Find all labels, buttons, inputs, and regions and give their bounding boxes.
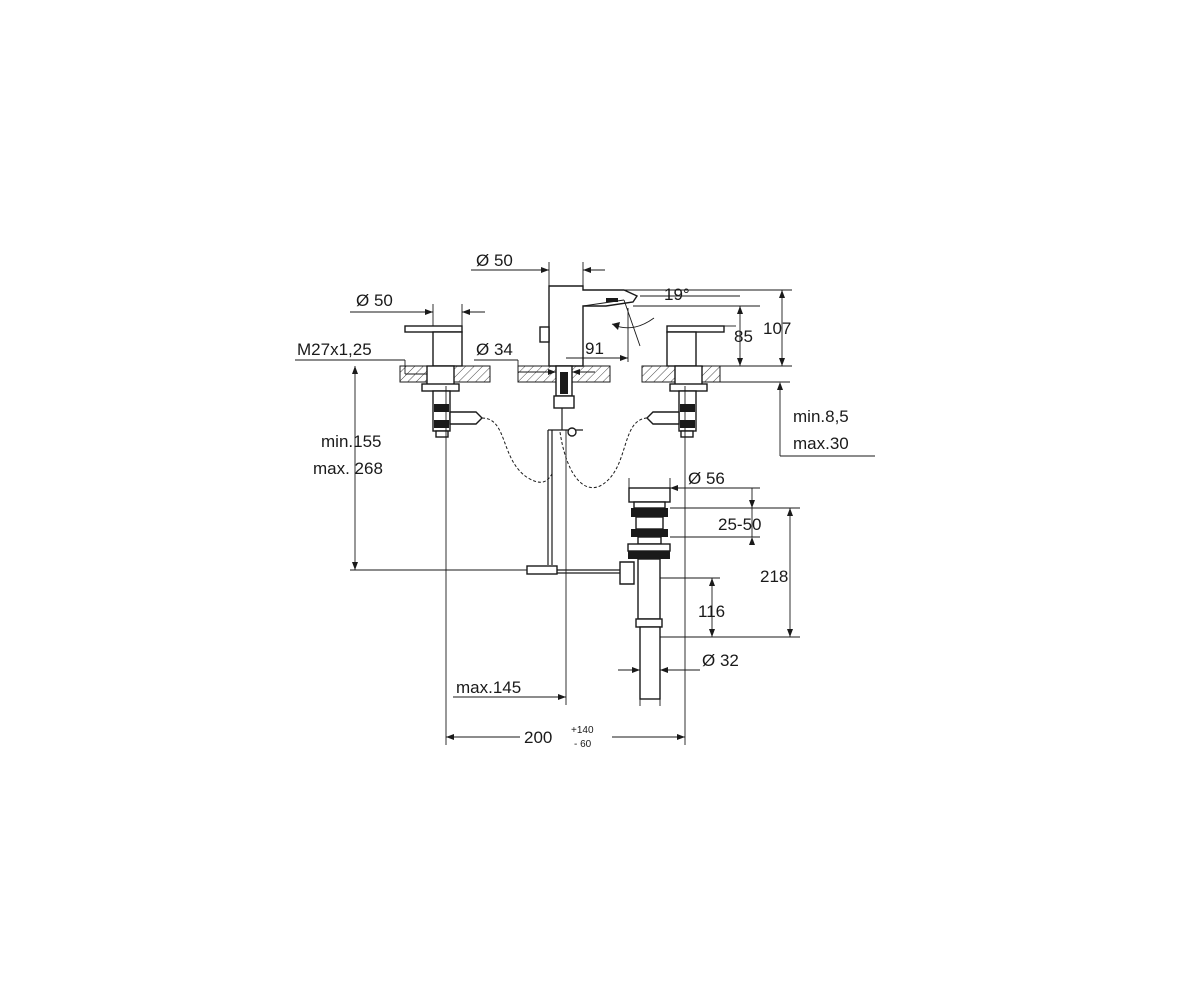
drain-adjust-label: 25-50 <box>718 515 761 534</box>
spout <box>539 285 639 437</box>
spread-tolerance-minus: - 60 <box>574 739 592 750</box>
spout-height-label: 107 <box>763 319 791 338</box>
hose-length-min-label: min.155 <box>321 432 381 451</box>
spout-diameter-label: Ø 50 <box>476 251 513 270</box>
deck-thickness-min-label: min.8,5 <box>793 407 849 426</box>
shank-diameter-label: Ø 34 <box>476 340 513 359</box>
handle-height-label: 85 <box>734 327 753 346</box>
spout-reach-label: 91 <box>585 339 604 358</box>
drain-total-label: 218 <box>760 567 788 586</box>
dimension-labels: Ø 50 Ø 50 M27x1,25 Ø 34 91 19° 85 107 mi… <box>297 251 849 750</box>
handle-diameter-label: Ø 50 <box>356 291 393 310</box>
lift-rod <box>526 430 620 575</box>
left-handle-valve <box>404 325 483 438</box>
tail-diameter-label: Ø 32 <box>702 651 739 670</box>
hose-length-max-label: max. 268 <box>313 459 383 478</box>
dimension-lines <box>295 262 875 745</box>
supply-hoses <box>481 417 648 489</box>
right-handle-valve <box>646 325 725 438</box>
spout-angle-label: 19° <box>664 285 690 304</box>
deck-thickness-max-label: max.30 <box>793 434 849 453</box>
spread-label: 200 <box>524 728 552 747</box>
thread-label: M27x1,25 <box>297 340 372 359</box>
spread-tolerance-plus: +140 <box>571 725 594 736</box>
tail-length-label: 116 <box>698 602 725 621</box>
drain-diameter-label: Ø 56 <box>688 469 725 488</box>
rod-offset-label: max.145 <box>456 678 521 697</box>
drain-assembly <box>619 487 671 700</box>
